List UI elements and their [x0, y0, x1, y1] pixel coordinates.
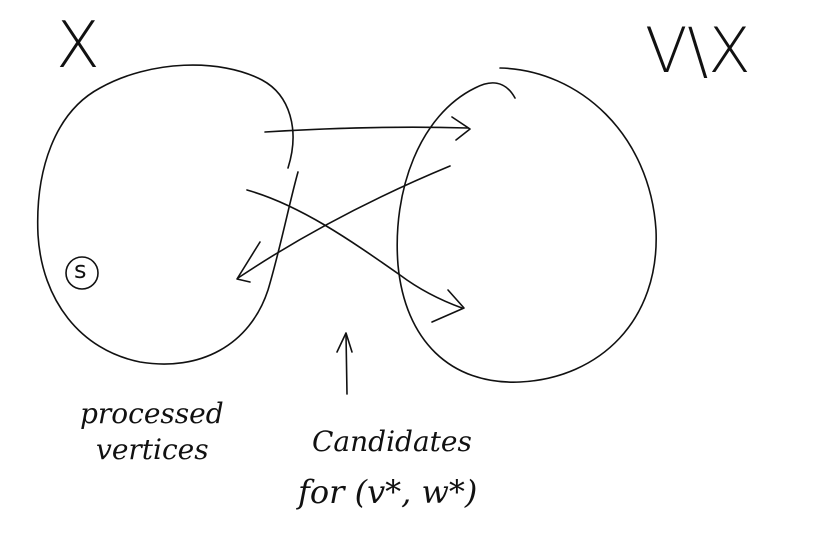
source-vertex-circle — [65, 256, 99, 290]
candidates-line-1: Candidates — [312, 425, 472, 458]
set-v-minus-x-label: V\X — [645, 14, 751, 87]
candidates-line-2: for (v*, w*) — [298, 473, 478, 511]
pointer-arrow — [345, 333, 348, 395]
edge-arrow-cross-down — [246, 189, 463, 309]
set-x-circle — [36, 64, 299, 365]
edge-arrowhead-cross-down — [431, 289, 465, 323]
edge-arrowhead-cross-up — [236, 241, 261, 283]
set-x-label: X — [56, 9, 100, 83]
set-v-minus-x-circle — [396, 67, 657, 383]
processed-vertices-line-2: vertices — [96, 433, 209, 466]
pointer-arrowhead — [336, 332, 353, 353]
edge-arrowhead-top — [451, 116, 471, 141]
edge-arrow-top — [264, 126, 469, 133]
edge-arrow-cross-up — [237, 165, 451, 279]
source-vertex-label: s — [74, 256, 87, 284]
processed-vertices-line-1: processed — [80, 397, 224, 430]
